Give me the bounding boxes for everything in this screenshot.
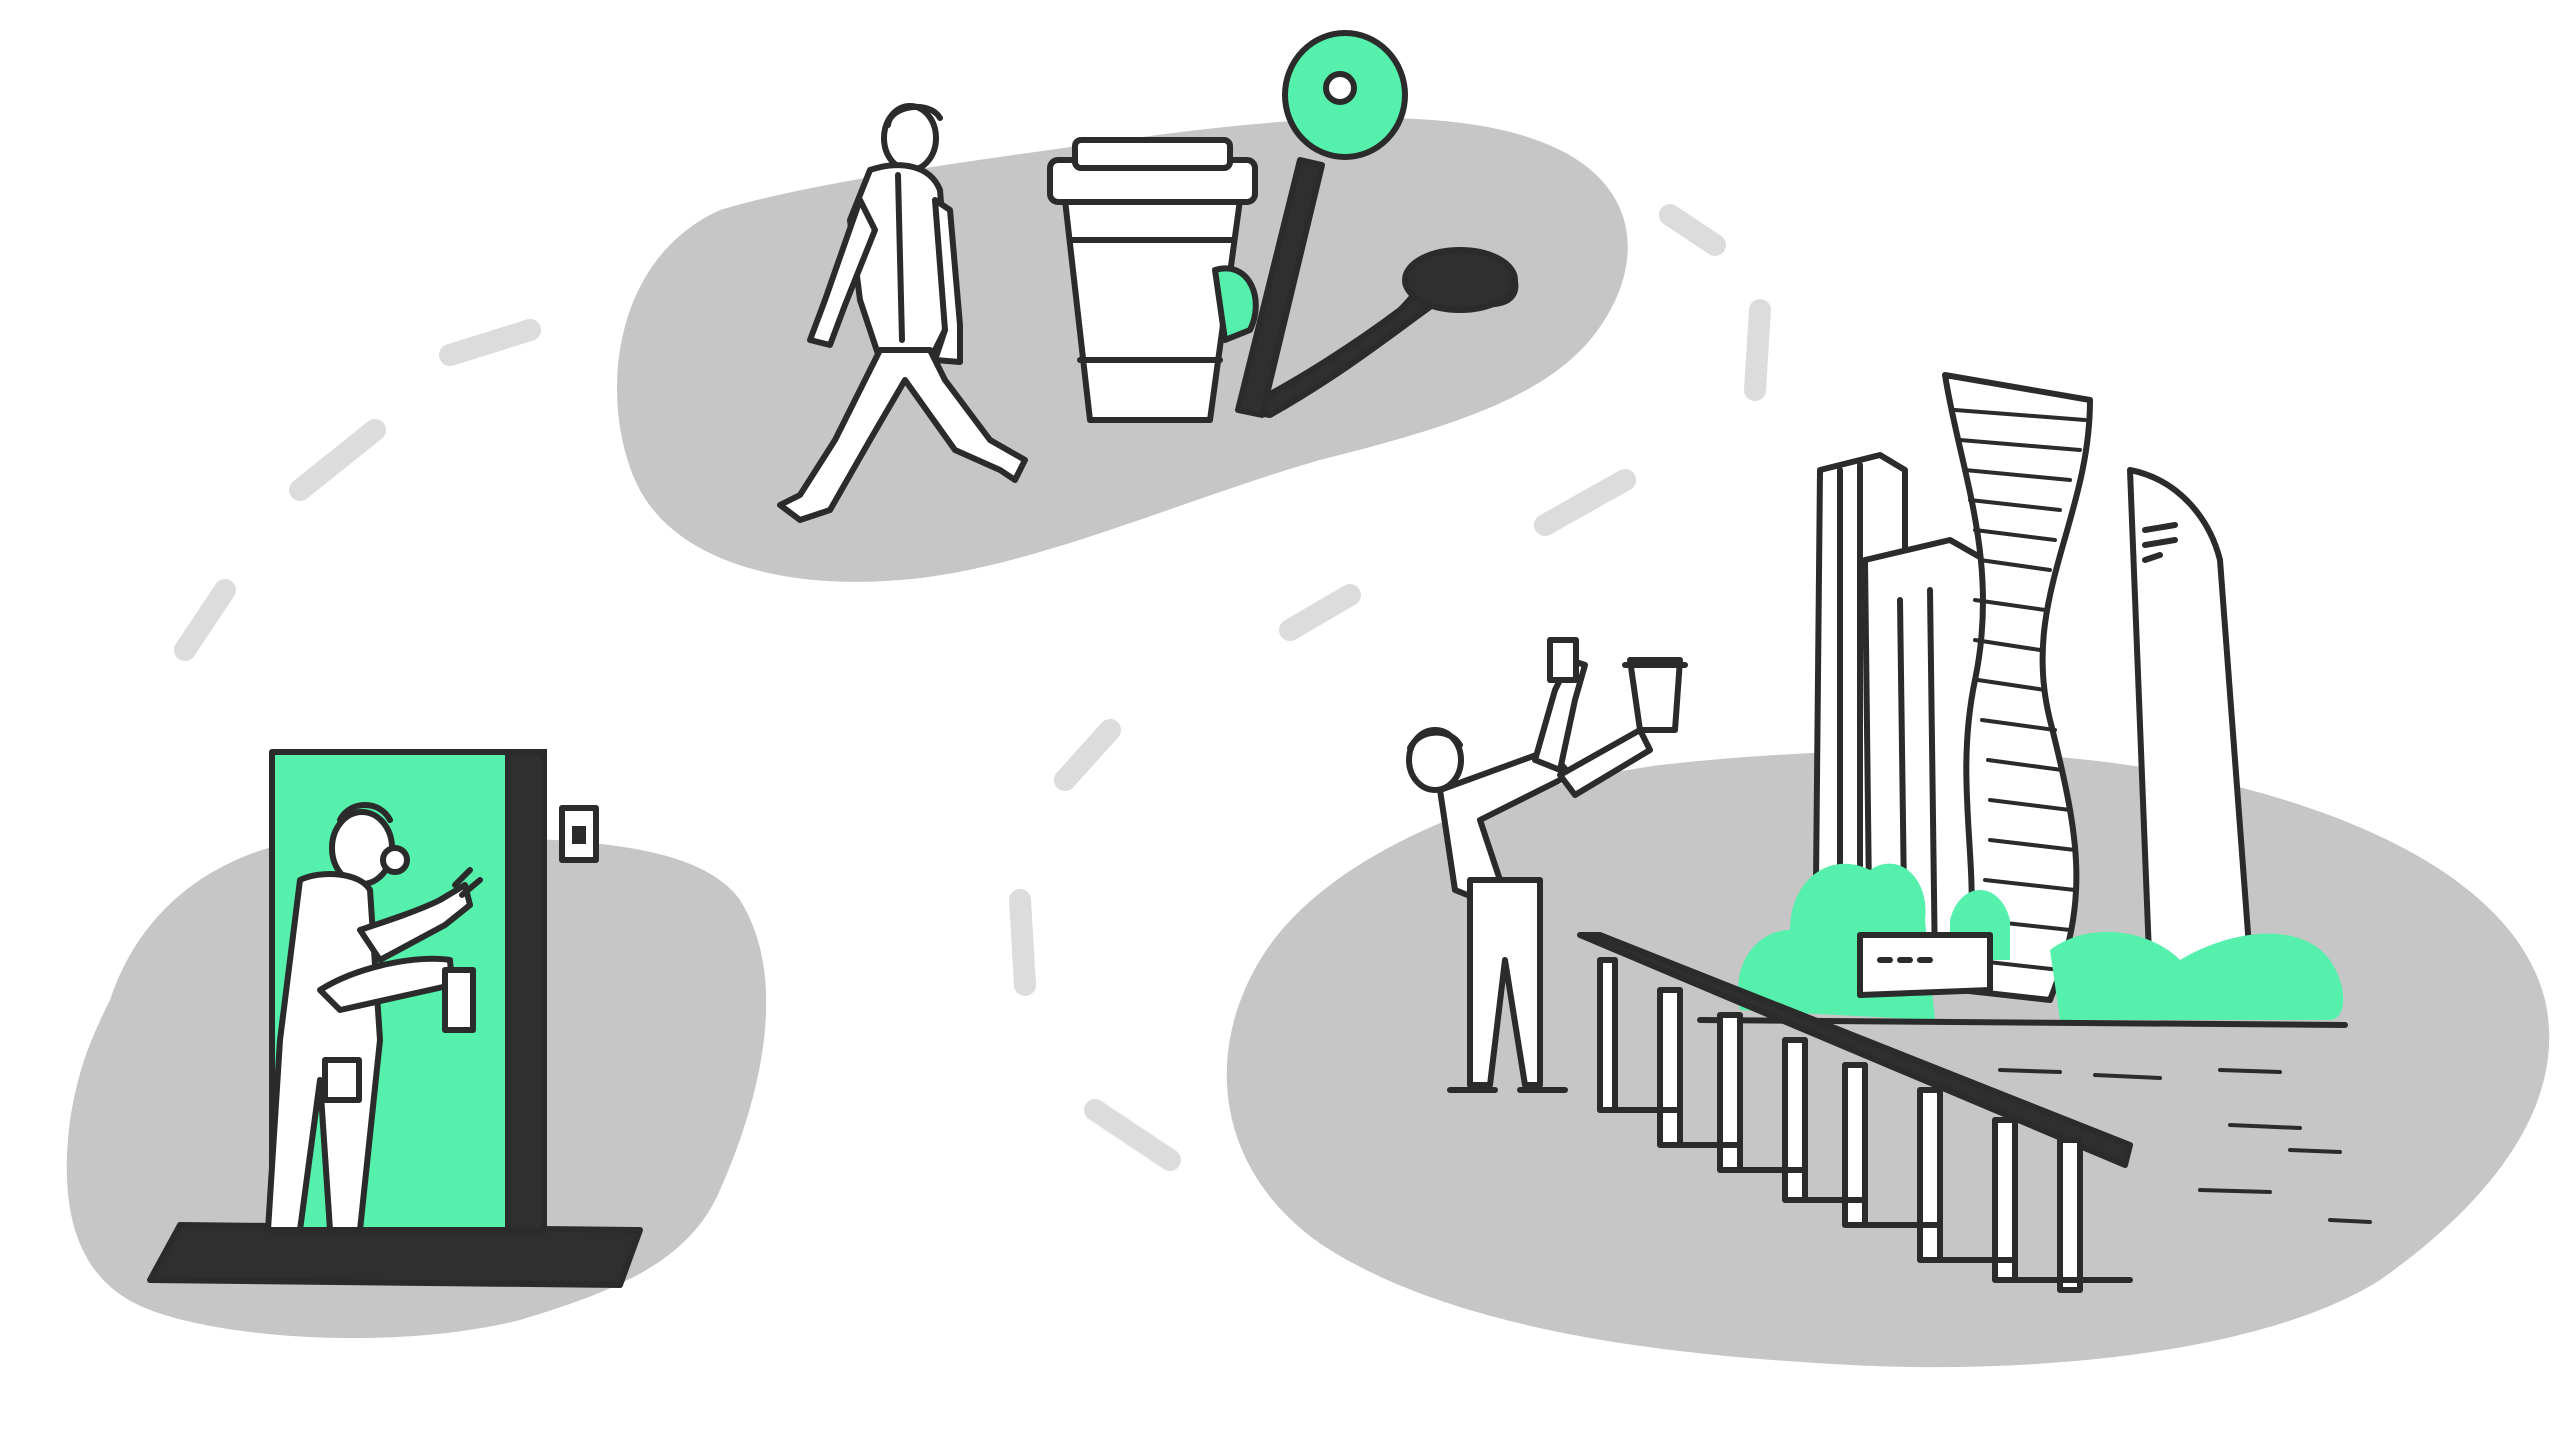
path-dash: [439, 319, 541, 366]
person-body: [265, 871, 383, 1233]
walker-left-arm: [807, 197, 878, 348]
person-ear: [380, 845, 410, 875]
signpost-pole: [1235, 157, 1325, 418]
person-at-door: [265, 802, 483, 1233]
path-dash: [1009, 889, 1036, 996]
coffee-scene: [777, 30, 1519, 523]
cup-lid-top: [1072, 137, 1233, 171]
bus-stop-signpost: [1235, 30, 1408, 418]
walker-legs: [777, 347, 1028, 523]
walking-man: [777, 103, 1028, 523]
door-frame-side: [505, 749, 547, 1233]
low-building: [1857, 932, 1993, 998]
person-pocket: [322, 1057, 362, 1103]
photographer: [1406, 637, 1688, 1093]
path-dash: [1534, 469, 1636, 536]
person-raised-arm: [357, 882, 473, 963]
path-dash: [289, 419, 386, 501]
twisted-tower-stripes: [1953, 408, 2087, 972]
skyline: [1812, 372, 2253, 1003]
path-dash: [174, 579, 236, 661]
tower-right: [2127, 467, 2253, 983]
path-dash: [1084, 1099, 1181, 1171]
signpost-shadow-round: [1402, 247, 1518, 313]
railing-top: [1577, 932, 2133, 1168]
photographer-phone-arm: [1532, 657, 1588, 773]
phone-icon: [1547, 637, 1579, 683]
walker-right-arm: [932, 197, 963, 365]
door-floor-shadow: [147, 1222, 643, 1288]
path-dash: [1279, 584, 1361, 641]
path-dash: [1744, 299, 1771, 401]
photographer-legs: [1467, 877, 1543, 1088]
path-dash: [1054, 719, 1121, 791]
stair-steps: [1597, 1107, 2133, 1283]
giant-coffee-cup: [1047, 137, 1259, 423]
water-ripples: [1998, 1068, 2372, 1224]
path-dash: [1659, 204, 1726, 256]
door-scene: [147, 749, 643, 1288]
handheld-coffee-cup: [1627, 657, 1683, 733]
signpost-hole: [1323, 71, 1357, 105]
person-handbag: [442, 967, 476, 1033]
photographer-coffee-arm: [1557, 727, 1653, 798]
dashed-journey-path: [174, 204, 1771, 1171]
stair-railing: [1577, 932, 2133, 1293]
person-arm-bag: [317, 955, 455, 1013]
city-scene: [1406, 372, 2372, 1293]
cup-body: [1062, 197, 1243, 423]
cup-sleeve-accent: [1212, 265, 1259, 343]
